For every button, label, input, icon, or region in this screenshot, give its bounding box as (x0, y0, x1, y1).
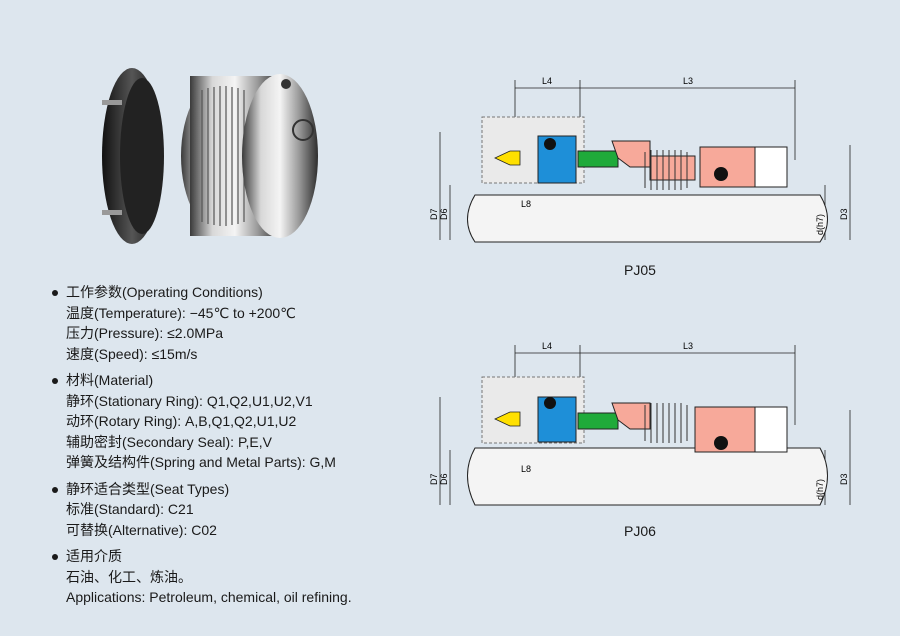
product-photo (102, 68, 318, 244)
seat-types: 静环适合类型(Seat Types) 标准(Standard): C21 可替换… (50, 479, 430, 541)
spec-line: 标准(Standard): C21 (66, 501, 194, 517)
spec-line: 速度(Speed): ≤15m/s (66, 345, 198, 362)
spec-line: Applications: Petroleum, chemical, oil r… (66, 589, 352, 605)
seal-drawing-pj05: L4 L3 L8 D7 D6 d(h7) D3 (429, 76, 851, 243)
pj05-d6-label: D6 (439, 208, 449, 220)
pj05-seat (537, 135, 577, 184)
drawing-caption: PJ05 (624, 262, 656, 278)
pj06-d-label: d(h7) (815, 479, 825, 500)
spec-heading: 材料(Material) (50, 370, 430, 391)
pj06-d7-label: D7 (429, 473, 439, 485)
pj06-dimension-labels: L4 L3 L8 D7 D6 d(h7) D3 (429, 341, 849, 500)
spec-line: 温度(Temperature): −45℃ to +200℃ (66, 304, 296, 321)
spec-line: 辅助密封(Secondary Seal): P,E,V (66, 433, 272, 450)
bellows-seal-photo (181, 74, 318, 238)
pj05-insert (494, 150, 521, 166)
pj06-d6-label: D6 (439, 473, 449, 485)
pj05-l4-label: L4 (542, 76, 552, 86)
spec-line: 动环(Rotary Ring): A,B,Q1,Q2,U1,U2 (66, 413, 297, 429)
pj06-d3-label: D3 (839, 473, 849, 485)
spec-line: 弹簧及结构件(Spring and Metal Parts): G,M (66, 454, 336, 470)
pj05-d3-label: D3 (839, 208, 849, 220)
spec-heading: 工作参数(Operating Conditions) (50, 282, 430, 303)
pj06-seat (537, 396, 577, 443)
spec-heading: 静环适合类型(Seat Types) (50, 479, 430, 500)
spec-list: 工作参数(Operating Conditions) 温度(Temperatur… (50, 282, 430, 614)
spec-line: 石油、化工、炼油。 (66, 568, 192, 585)
pj06-l8-label: L8 (521, 464, 531, 474)
pj06-insert (494, 411, 521, 427)
spec-line: 可替换(Alternative): C02 (66, 521, 217, 538)
operating-conditions: 工作参数(Operating Conditions) 温度(Temperatur… (50, 282, 430, 364)
pj05-l3-label: L3 (683, 76, 693, 86)
pj05-d-label: d(h7) (815, 214, 825, 235)
seal-drawing-pj06: L4 L3 L8 D7 D6 d(h7) D3 (429, 341, 851, 506)
pj05-l8-label: L8 (521, 199, 531, 209)
applications: 适用介质 石油、化工、炼油。 Applications: Petroleum, … (50, 546, 430, 608)
spec-line: 静环(Stationary Ring): Q1,Q2,U1,U2,V1 (66, 392, 313, 409)
spec-heading: 适用介质 (50, 546, 430, 567)
drawing-caption: PJ06 (624, 523, 656, 539)
material: 材料(Material) 静环(Stationary Ring): Q1,Q2,… (50, 370, 430, 473)
pj05-d7-label: D7 (429, 208, 439, 220)
spec-line: 压力(Pressure): ≤2.0MPa (66, 325, 224, 341)
stationary-ring-photo (102, 68, 164, 244)
pj06-l3-label: L3 (683, 341, 693, 351)
pj06-l4-label: L4 (542, 341, 552, 351)
pj05-dimension-labels: L4 L3 L8 D7 D6 d(h7) D3 (429, 76, 849, 235)
